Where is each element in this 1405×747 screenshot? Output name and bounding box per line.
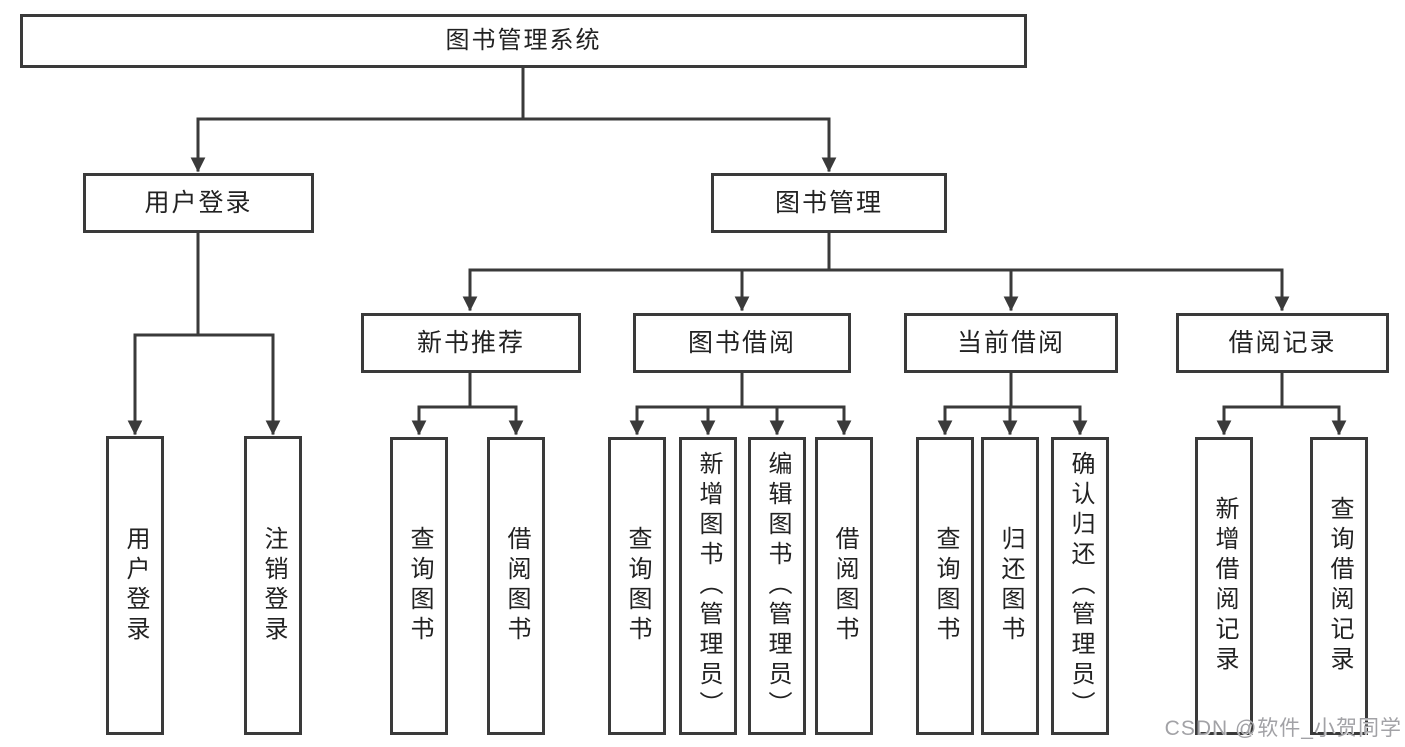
node-root: 图书管理系统 <box>20 14 1027 68</box>
node-new-book-recommend: 新书推荐 <box>361 313 581 373</box>
leaf-current-query-books: 查询图书 <box>916 437 974 735</box>
node-current-borrow: 当前借阅 <box>904 313 1118 373</box>
leaf-user-login: 用户登录 <box>106 436 164 735</box>
leaf-newbook-query-books: 查询图书 <box>390 437 448 735</box>
leaf-borrow-add-books-admin: 新增图书（管理员） <box>679 437 737 735</box>
node-borrow-records: 借阅记录 <box>1176 313 1389 373</box>
leaf-records-add-borrow-record: 新增借阅记录 <box>1195 437 1253 735</box>
leaf-borrow-borrow-books: 借阅图书 <box>815 437 873 735</box>
leaf-current-confirm-return-admin: 确认归还（管理员） <box>1051 437 1109 735</box>
node-book-management: 图书管理 <box>711 173 947 233</box>
leaf-logout: 注销登录 <box>244 436 302 735</box>
csdn-watermark: CSDN @软件_小贺同学 <box>1164 717 1402 740</box>
leaf-borrow-edit-books-admin: 编辑图书（管理员） <box>748 437 806 735</box>
node-book-borrow: 图书借阅 <box>633 313 851 373</box>
leaf-current-return-books: 归还图书 <box>981 437 1039 735</box>
leaf-borrow-query-books: 查询图书 <box>608 437 666 735</box>
node-user-login: 用户登录 <box>83 173 314 233</box>
leaf-records-query-borrow-record: 查询借阅记录 <box>1310 437 1368 735</box>
leaf-newbook-borrow-books: 借阅图书 <box>487 437 545 735</box>
